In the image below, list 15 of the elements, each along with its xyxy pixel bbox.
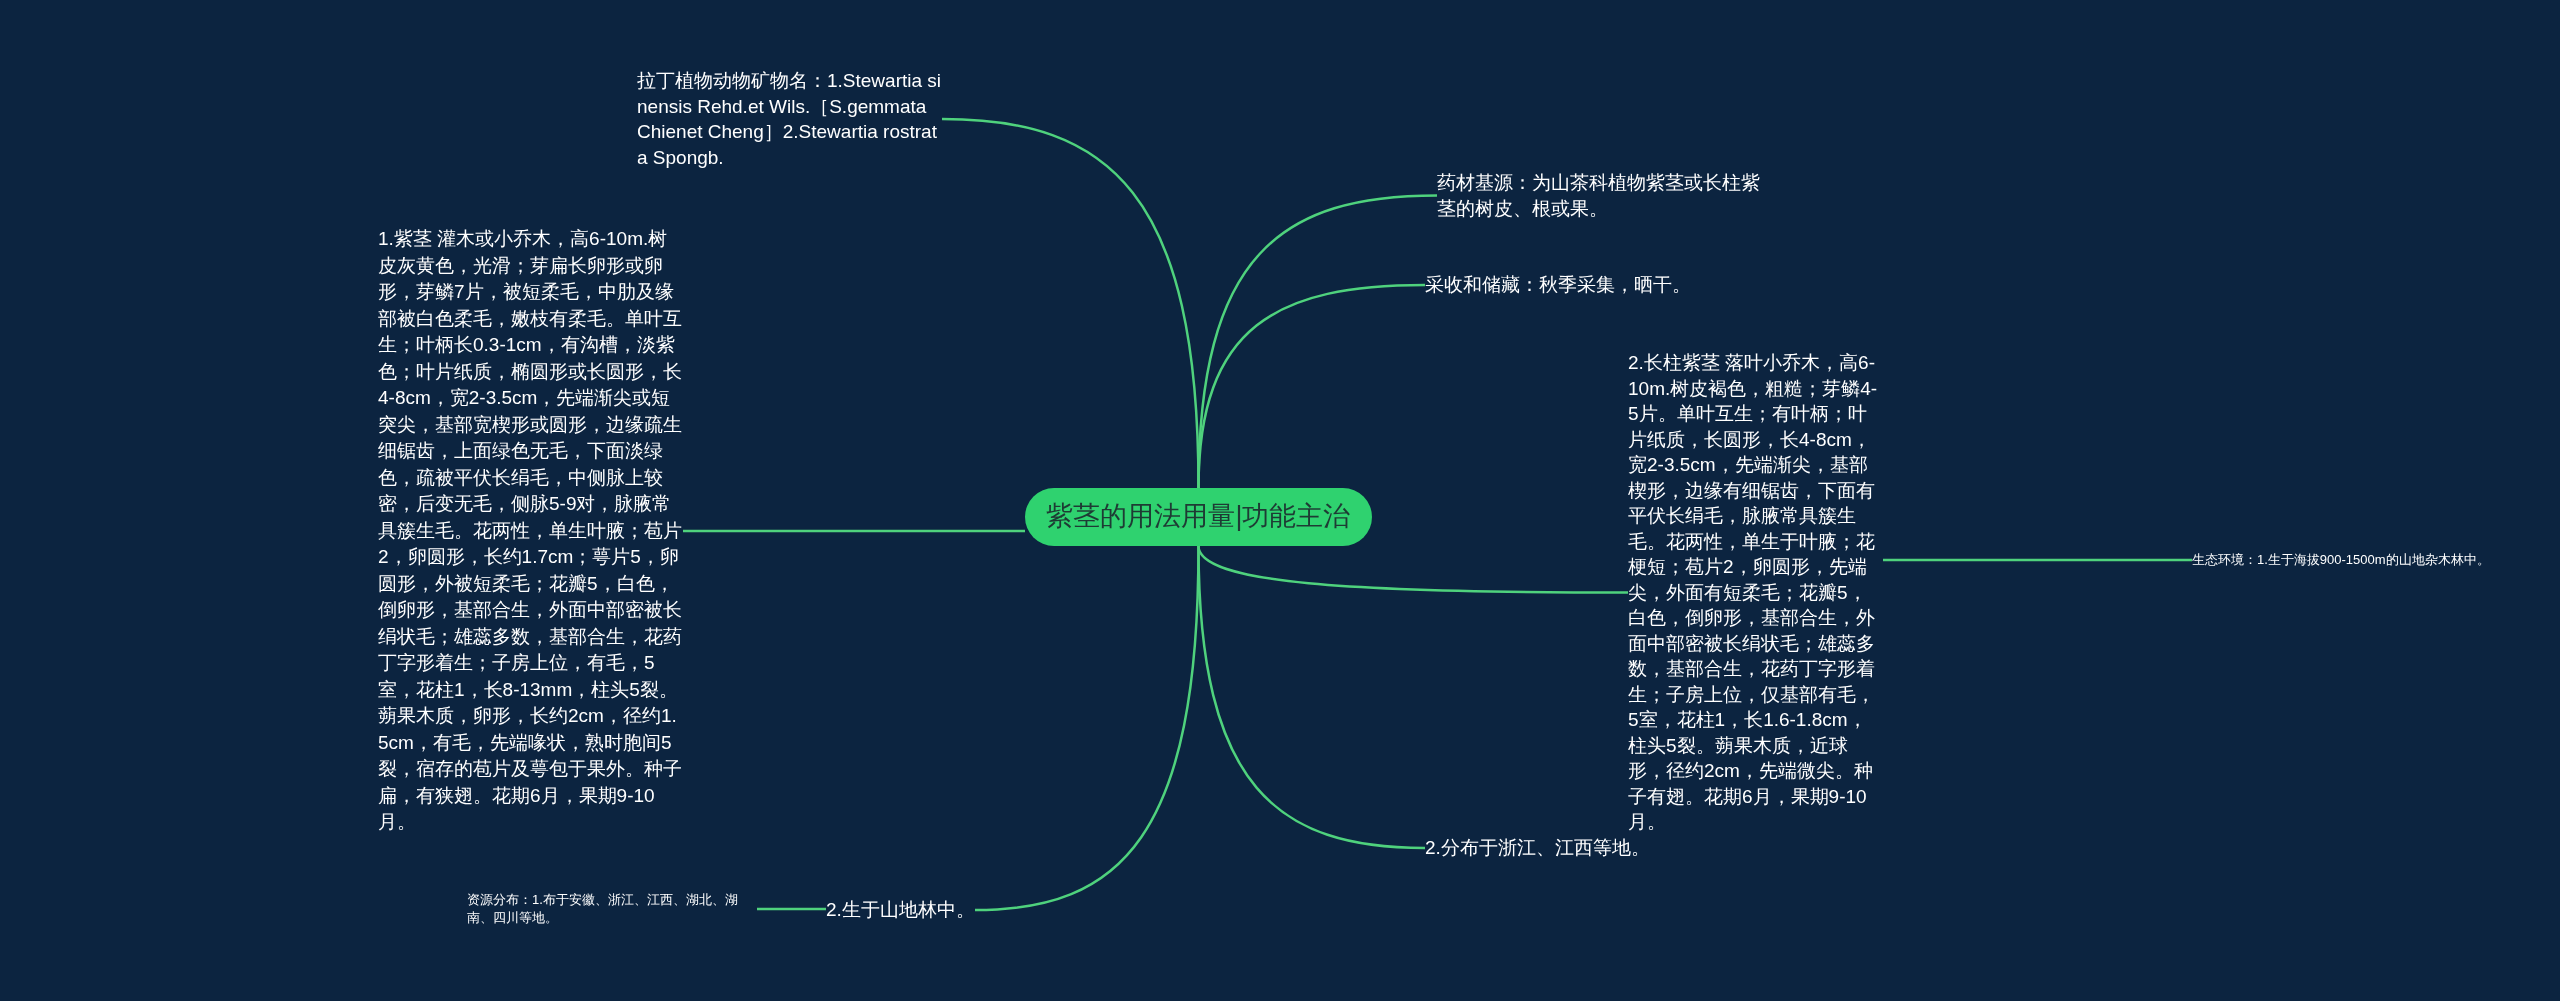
topic-text: 2.分布于浙江、江西等地。 [1425, 835, 1650, 861]
connector-line [974, 545, 1200, 912]
central-topic: 紫茎的用法用量|功能主治 [1025, 488, 1372, 546]
topic-text: 2.生于山地林中。 [826, 897, 975, 923]
topic-text: 1.紫茎 灌木或小乔木，高6-10m.树皮灰黄色，光滑；芽扁长卵形或卵形，芽鳞7片，被短柔毛，中肋及缘部被白色柔毛，嫩枝有柔毛。单叶互生；叶柄长0.3-1cm，有沟槽，淡紫色；叶片纸质，椭圆形或长圆形，长4-8cm，宽2-3.5cm，先端渐尖或短突尖，基部宽楔形或圆形，边缘疏生细锯齿，上面绿色无毛，下面淡绿色，疏被平伏长绢毛，中侧脉上较密，后变无毛，侧脉5-9对，脉腋常具簇生毛。花两性，单生叶腋；苞片2，卵圆形，长约1.7cm；萼片5，卵圆形，外被短柔毛；花瓣5，白色，倒卵形，基部合生，外面中部密被长绢状毛；雄蕊多数，基部合生，花药丁字形着生；子房上位，有毛，5室，花柱1，长8-13mm，柱头5裂。蒴果木质，卵形，长约2cm，径约1.5cm，有毛，先端喙状，熟时胞间5裂，宿存的苞片及萼包于果外。种子扁，有狭翅。花期6月，果期9-10月。 [378, 226, 683, 836]
subtopic-text: 资源分布：1.布于安徽、浙江、江西、湖北、湖南、四川等地。 [467, 891, 757, 927]
topic-text: 拉丁植物动物矿物名：1.Stewartia sinensis Rehd.et Wils.［S.gemmata Chienet Cheng］2.Stewartia rostrata Spongb. [637, 68, 942, 170]
topic-text: 2.长柱紫茎 落叶小乔木，高6-10m.树皮褐色，粗糙；芽鳞4-5片。单叶互生；有叶柄；叶片纸质，长圆形，长4-8cm，宽2-3.5cm，先端渐尖，基部楔形，边缘有细锯齿，下面有平伏长绢毛，脉腋常具簇生毛。花两性，单生于叶腋；花梗短；苞片2，卵圆形，先端尖，外面有短柔毛；花瓣5，白色，倒卵形，基部合生，外面中部密被长绢状毛；雄蕊多数，基部合生，花药丁字形着生；子房上位，仅基部有毛，5室，花柱1，长1.6-1.8cm，柱头5裂。蒴果木质，近球形，径约2cm，先端微尖。种子有翅。花期6月，果期9-10月。 [1628, 350, 1883, 835]
connector-line [757, 907, 826, 911]
topic-text: 药材基源：为山茶科植物紫茎或长柱紫茎的树皮、根或果。 [1437, 170, 1767, 221]
connector-line [683, 529, 1025, 533]
connector-line [1197, 283, 1426, 489]
subtopic-text: 生态环境：1.生于海拔900-1500m的山地杂木林中。 [2192, 551, 2490, 569]
connector-line [1883, 558, 2192, 562]
topic-text: 采收和储藏：秋季采集，晒干。 [1425, 272, 1691, 298]
